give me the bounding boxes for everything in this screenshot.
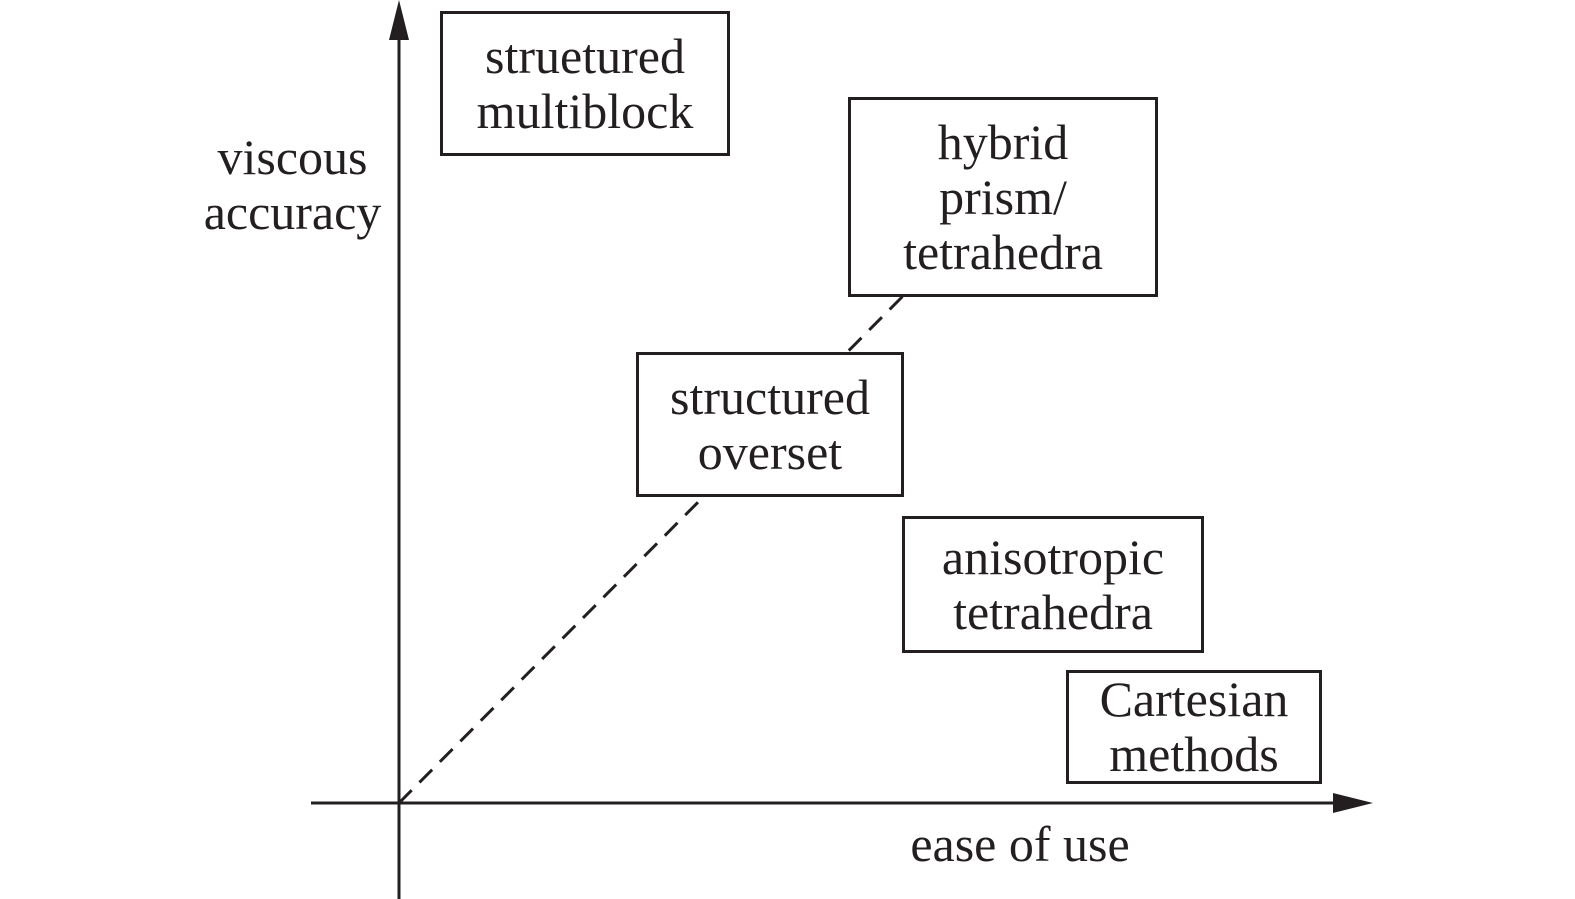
- y-axis-label-line-2: accuracy: [203, 184, 382, 240]
- box-structured-multiblock-line-1: struetured: [485, 27, 685, 84]
- y-axis-label: viscous accuracy: [190, 130, 395, 240]
- box-structured-overset-line-2: overset: [697, 423, 843, 480]
- box-structured-multiblock: struetured multiblock: [440, 11, 730, 156]
- x-axis-label: ease of use: [890, 816, 1150, 872]
- box-structured-overset: structured overset: [636, 352, 904, 497]
- box-structured-multiblock-line-2: multiblock: [476, 82, 694, 139]
- box-cartesian-line-1: Cartesian: [1099, 671, 1289, 727]
- box-hybrid-prism-tetrahedra: hybrid prism/ tetrahedra: [848, 97, 1158, 297]
- box-hybrid-line-1: hybrid: [937, 113, 1069, 170]
- x-axis-label-text: ease of use: [910, 816, 1130, 872]
- box-hybrid-line-2: prism/: [939, 168, 1067, 225]
- box-anisotropic-tetrahedra: anisotropic tetrahedra: [902, 516, 1204, 653]
- x-axis-arrow-icon: [1333, 793, 1373, 813]
- box-cartesian-line-2: methods: [1109, 726, 1279, 782]
- box-cartesian-methods: Cartesian methods: [1066, 670, 1322, 784]
- box-hybrid-line-3: tetrahedra: [903, 223, 1103, 280]
- y-axis-arrow-icon: [389, 0, 409, 40]
- box-anisotropic-line-2: tetrahedra: [953, 583, 1153, 640]
- y-axis-label-line-1: viscous: [217, 129, 368, 185]
- box-anisotropic-line-1: anisotropic: [941, 528, 1165, 585]
- box-structured-overset-line-1: structured: [670, 368, 870, 425]
